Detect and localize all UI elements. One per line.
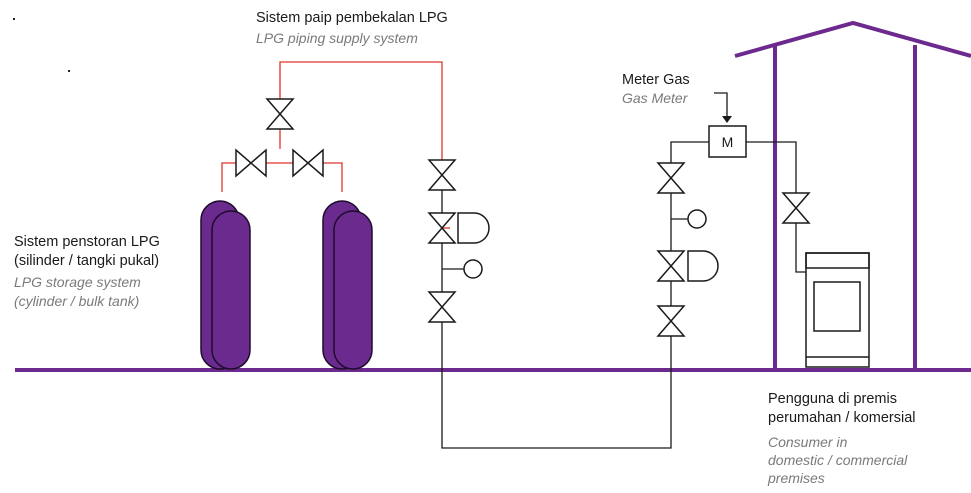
consumer-label: perumahan / komersial (768, 410, 916, 426)
gate-valve-icon (657, 305, 685, 337)
gate-valve-icon (428, 212, 456, 244)
gate-valve-icon (428, 159, 456, 191)
pressure-gauge-icon (463, 259, 483, 279)
gas-meter-icon: M (708, 125, 747, 158)
pressure-gauge-icon (687, 209, 707, 229)
stray-mark (68, 70, 70, 72)
supply-system-label: Sistem paip pembekalan LPG (256, 10, 448, 26)
supply-pipe-black (441, 92, 810, 449)
gate-valve-icon (428, 291, 456, 323)
gate-valve-icon (782, 192, 810, 224)
gate-valve-icon (657, 250, 685, 282)
regulator-icon (687, 250, 719, 282)
lpg-cylinder-icon (322, 200, 373, 370)
gas-meter-label: Meter Gas (622, 72, 690, 88)
consumer-label-en: premises (768, 470, 825, 486)
gate-valve-icon (235, 149, 267, 177)
gas-meter-label-en: Gas Meter (622, 90, 688, 106)
lpg-cylinder-icon (200, 200, 251, 370)
meter-pointer-arrow (722, 116, 732, 123)
storage-system-label-en: (cylinder / bulk tank) (14, 293, 140, 309)
supply-system-label-en: LPG piping supply system (256, 30, 418, 46)
gate-valve-icon (657, 162, 685, 194)
meter-symbol: M (722, 134, 734, 150)
stray-mark (13, 18, 15, 20)
consumer-label-en: Consumer in (768, 434, 848, 450)
storage-system-label: (silinder / tangki pukal) (14, 253, 160, 269)
consumer-label-en: domestic / commercial (768, 452, 908, 468)
storage-system-label: Sistem penstoran LPG (14, 234, 160, 250)
regulator-icon (457, 212, 490, 244)
house-outline-icon (734, 20, 971, 370)
gate-valve-icon (292, 149, 324, 177)
storage-system-label-en: LPG storage system (14, 274, 141, 290)
gate-valve-icon (266, 98, 294, 130)
consumer-label: Pengguna di premis (768, 391, 897, 407)
gas-stove-icon (805, 252, 870, 368)
